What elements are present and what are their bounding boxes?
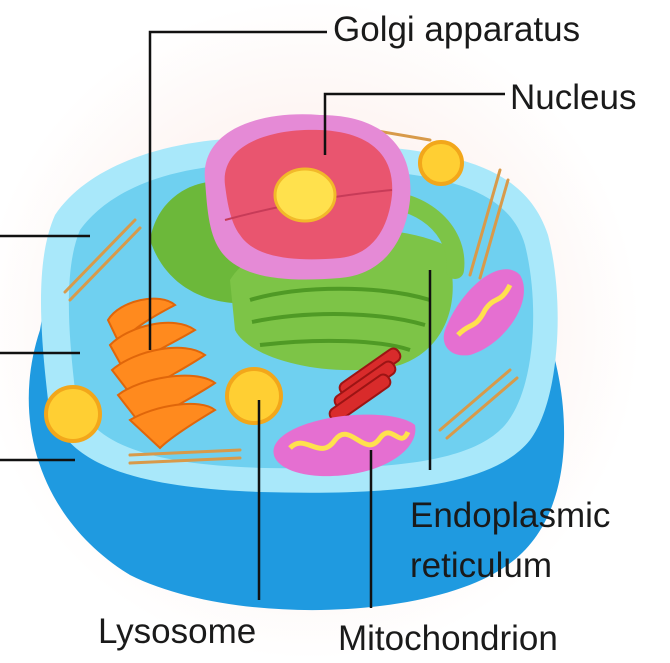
- label-mitochondrion: Mitochondrion: [338, 621, 558, 656]
- label-endoplasmic: Endoplasmic: [410, 498, 610, 533]
- nucleolus: [275, 169, 335, 221]
- label-reticulum: reticulum: [410, 548, 552, 583]
- label-lysosome: Lysosome: [98, 614, 256, 649]
- label-golgi-apparatus: Golgi apparatus: [333, 12, 580, 47]
- nucleus: [205, 114, 411, 279]
- label-nucleus: Nucleus: [510, 80, 636, 115]
